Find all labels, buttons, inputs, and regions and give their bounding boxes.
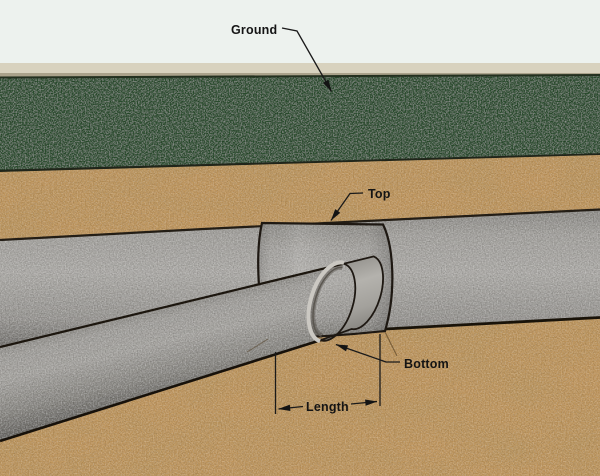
branch-pipe-end-cap [317, 255, 384, 342]
grass-layer [0, 75, 600, 172]
horizon-band-edge [0, 73, 600, 77]
length-dimension-arrow-left [278, 404, 304, 411]
horizon-band [0, 63, 600, 75]
branch-pipe-top-edge [0, 262, 344, 349]
ground-label: Ground [231, 23, 277, 37]
length-label: Length [306, 400, 349, 414]
branch-pipe [0, 263, 344, 441]
annotations [274, 27, 400, 414]
grass-top-line [0, 74, 600, 79]
grass-soil-line [0, 153, 600, 173]
soil-crack-line-right [384, 331, 398, 357]
top-leader-line [330, 192, 364, 221]
top-label: Top [368, 187, 391, 201]
ground-leader-line [281, 27, 333, 92]
sky [0, 0, 600, 63]
length-dimension-arrow-right [350, 399, 378, 406]
soil-crack-line-left [246, 338, 269, 353]
branch-pipe-ring-inner-line [312, 266, 343, 338]
branch-pipe-bottom-edge [0, 339, 321, 443]
bottom-label: Bottom [404, 357, 449, 371]
branch-pipe-ring-highlight [306, 260, 345, 344]
bottom-leader-line [335, 343, 400, 363]
